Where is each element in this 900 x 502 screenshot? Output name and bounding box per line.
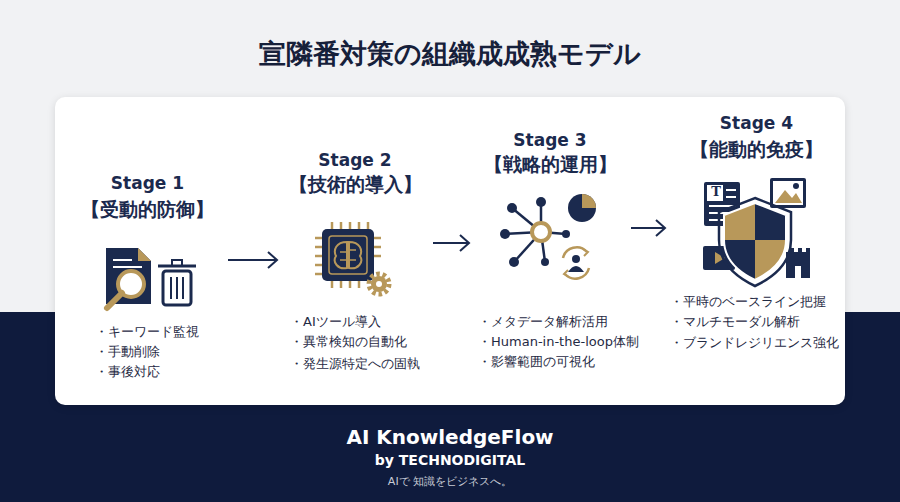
flow-arrow — [228, 252, 277, 268]
bullet-item: ・事後対応 — [95, 364, 160, 380]
bullet-item: ・Human-in-the-loop体制 — [478, 334, 639, 350]
arrow-line — [433, 242, 469, 244]
arrow-head — [460, 235, 469, 251]
stage-node: Stage 3【戦略的運用】・メタデータ解析活用・Human-in-the-lo… — [472, 128, 628, 374]
bullet-item: ・平時のベースライン把握 — [670, 294, 826, 310]
bullet-item: ・マルチモーダル解析 — [670, 314, 800, 330]
bullet-item: ・異常検知の自動化 — [290, 334, 407, 350]
stage-node: Stage 2【技術的導入】・AIツール導入・異常検知の自動化・発生源特定への固… — [280, 148, 430, 376]
stage-node: Stage 1【受動的防御】・キーワード監視・手動削除・事後対応 — [70, 168, 225, 383]
stage-number: Stage 3 — [472, 130, 628, 150]
stage-name: 【受動的防御】 — [60, 198, 235, 221]
stage-node: Stage 4【能動的免疫】・平時のベースライン把握・マルチモーダル解析・ブラン… — [668, 110, 845, 355]
bullet-item: ・キーワード監視 — [95, 324, 199, 340]
arrow-head — [656, 220, 665, 236]
document-search-icon — [106, 248, 151, 308]
stage-number: Stage 1 — [70, 173, 225, 193]
icon-letter: T — [710, 184, 722, 200]
stage-name: 【戦略的運用】 — [462, 153, 638, 176]
stage-name: 【能動的免疫】 — [658, 138, 855, 161]
flow-arrow — [631, 220, 665, 236]
arrow-line — [228, 259, 277, 261]
arrow-head — [268, 252, 277, 268]
trash-icon — [158, 260, 196, 305]
immunity-icon — [703, 178, 810, 286]
network-icon — [500, 194, 596, 279]
bullet-item: ・手動削除 — [95, 344, 160, 360]
stage-number: Stage 4 — [668, 113, 845, 133]
ai-chip-icon — [315, 222, 389, 294]
bullet-item: ・AIツール導入 — [290, 314, 381, 330]
stage-number: Stage 2 — [280, 150, 430, 170]
bullet-item: ・ブランドレジリエンス強化 — [670, 335, 839, 351]
flow-arrow — [433, 235, 469, 251]
brand-tagline: AIで 知識をビジネスへ。 — [0, 475, 900, 488]
diagram-title: 宣隣番対策の組織成成熟モデル — [0, 38, 900, 70]
brand-company: by TECHNODIGITAL — [0, 452, 900, 469]
stage-name: 【技術的導入】 — [270, 173, 440, 196]
brand-name: AI KnowledgeFlow — [0, 425, 900, 449]
bullet-item: ・メタデータ解析活用 — [478, 314, 608, 330]
bullet-item: ・発生源特定への固執 — [290, 356, 420, 372]
bullet-item: ・影響範囲の可視化 — [478, 354, 595, 370]
arrow-line — [631, 227, 665, 229]
